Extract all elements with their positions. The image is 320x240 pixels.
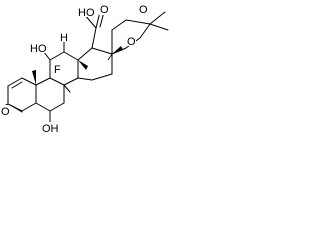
acetonide-oxygen-top-label: O	[139, 4, 148, 16]
c3-ketone-oxygen-label: O	[1, 106, 10, 118]
stereo-bonds	[32, 46, 123, 85]
c6-hydroxyl-label: OH	[42, 123, 59, 135]
c6-oh-bg	[42, 122, 58, 133]
c11-hydrogen-label: H	[60, 32, 68, 44]
chemical-structure-diagram: HO O O O HO H F O OH	[0, 3, 169, 135]
acid-oh-bg	[78, 6, 92, 17]
c3-oxygen-bg	[0, 105, 9, 116]
acid-hydroxyl-label: HO	[78, 7, 95, 19]
c11-hydroxyl-label: HO	[30, 43, 47, 55]
fluorine-bg	[54, 63, 62, 74]
acetonide-o-side-bg	[127, 35, 136, 46]
acid-carbonyl-oxygen-label: O	[100, 4, 109, 16]
acid-o-bg	[99, 4, 108, 15]
skeletal-bonds	[0, 11, 169, 123]
c11-oh-bg	[30, 42, 46, 53]
acetonide-oxygen-side-label: O	[127, 36, 136, 48]
c11-h-bg	[60, 31, 69, 42]
acetonide-o-top-bg	[139, 3, 148, 14]
fluorine-label: F	[54, 64, 61, 76]
